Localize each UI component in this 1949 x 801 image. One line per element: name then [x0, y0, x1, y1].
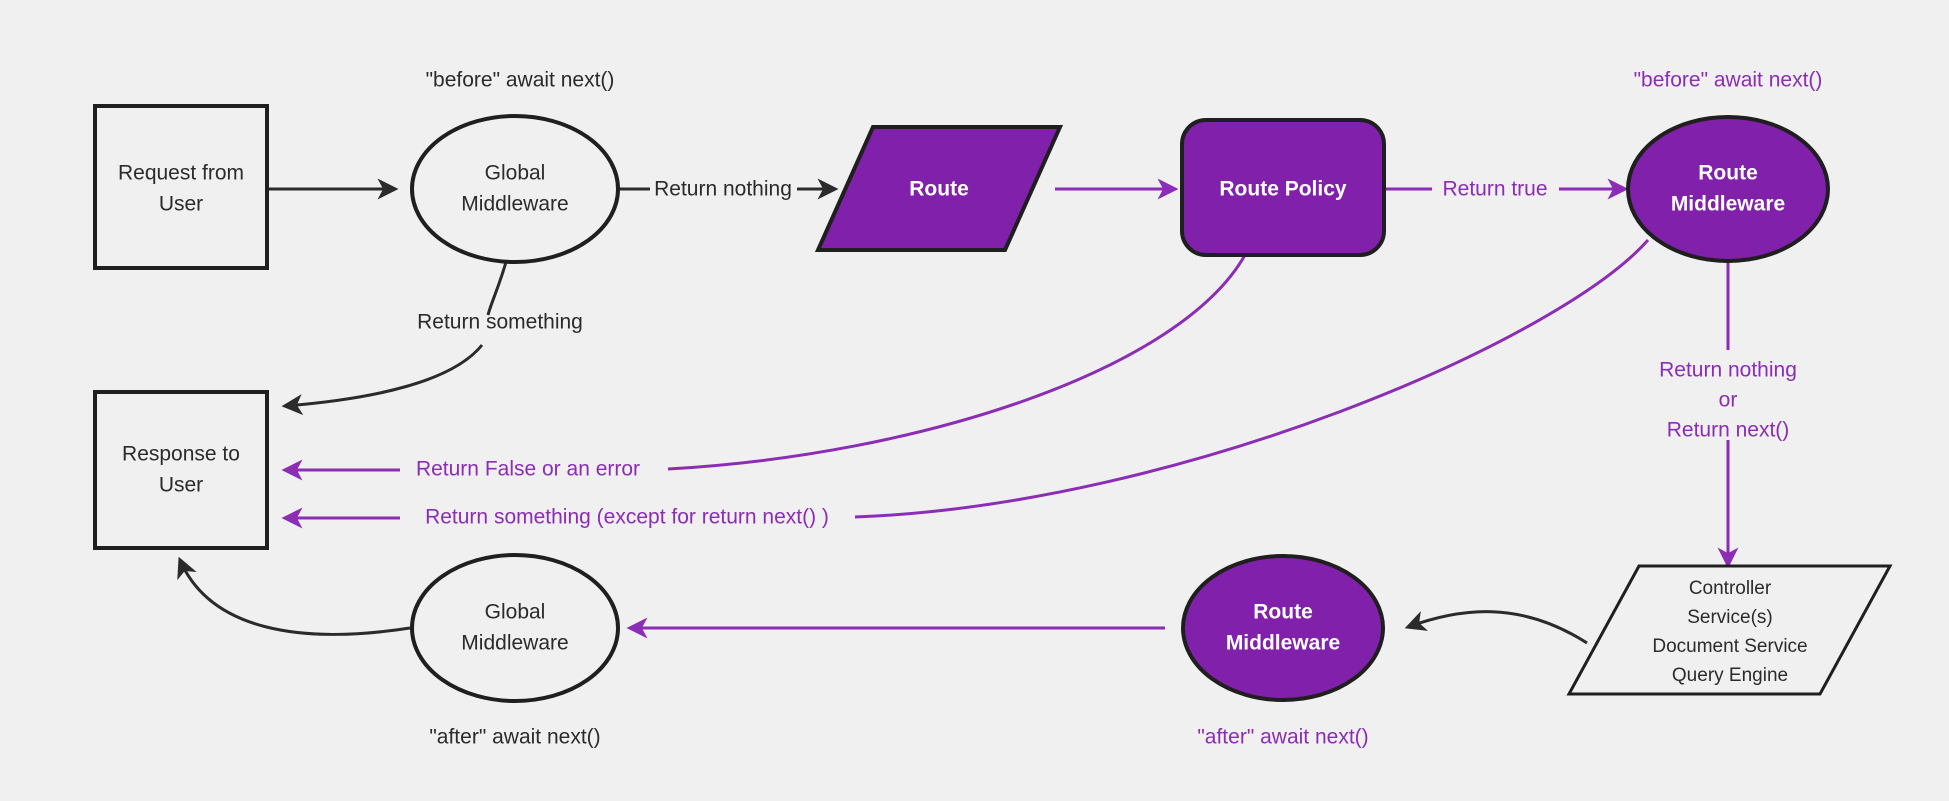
edge-controller-to-route-middleware-bottom	[1404, 610, 1588, 645]
node-route-middleware-top-line1: Route	[1698, 162, 1758, 185]
edge-label-return-something: Return something	[417, 311, 583, 334]
annotation-after-await-next-route-middleware: "after" await next()	[1197, 726, 1368, 749]
edge-route-middleware-to-response	[854, 239, 1650, 519]
node-controller-line2: Service(s)	[1687, 607, 1773, 628]
node-request-from-user[interactable]: Request from User	[93, 104, 269, 270]
edge-label-controller-line2: or	[1719, 389, 1738, 412]
annotation-before-await-next-global: "before" await next()	[426, 69, 615, 92]
node-route-middleware-top-line2: Middleware	[1671, 193, 1785, 216]
node-request-line1: Request from	[118, 162, 244, 185]
node-global-middleware-top-line2: Middleware	[461, 193, 568, 216]
node-controller-services[interactable]: Controller Service(s) Document Service Q…	[1566, 564, 1893, 696]
node-response-to-user[interactable]: Response to User	[93, 390, 269, 550]
node-route-middleware-top[interactable]: Route Middleware	[1626, 115, 1830, 263]
edge-label-return-nothing: Return nothing	[654, 178, 792, 201]
node-route-middleware-bottom[interactable]: Route Middleware	[1181, 554, 1385, 702]
edge-global-middleware-bottom-to-response	[177, 556, 411, 636]
edge-label-controller-line3: Return next()	[1667, 419, 1790, 442]
node-route[interactable]: Route	[814, 125, 1064, 252]
edge-label-controller-line1: Return nothing	[1659, 359, 1797, 382]
node-controller-line1: Controller	[1689, 578, 1772, 599]
node-response-line2: User	[159, 474, 203, 497]
node-route-policy[interactable]: Route Policy	[1180, 118, 1386, 257]
annotation-after-await-next-global: "after" await next()	[429, 726, 600, 749]
node-response-line1: Response to	[122, 443, 240, 466]
node-global-middleware-top-line1: Global	[485, 162, 546, 185]
node-route-policy-label: Route Policy	[1219, 178, 1347, 201]
edge-label-return-false-or-error: Return False or an error	[416, 458, 640, 481]
edge-global-middleware-to-response-tail	[281, 344, 484, 416]
node-global-middleware-top[interactable]: Global Middleware	[410, 114, 620, 264]
node-route-middleware-bottom-line1: Route	[1253, 601, 1313, 624]
edge-global-middleware-to-response	[486, 254, 510, 316]
node-request-line2: User	[159, 193, 203, 216]
node-route-middleware-bottom-line2: Middleware	[1226, 632, 1340, 655]
node-global-middleware-bottom-line1: Global	[485, 601, 546, 624]
node-controller-line3: Document Service	[1652, 636, 1807, 657]
edge-label-return-something-except: Return something (except for return next…	[425, 506, 829, 529]
node-global-middleware-bottom-line2: Middleware	[461, 632, 568, 655]
node-controller-line4: Query Engine	[1672, 665, 1788, 686]
edge-route-policy-to-response	[667, 254, 1247, 471]
node-global-middleware-bottom[interactable]: Global Middleware	[410, 553, 620, 703]
annotation-before-await-next-route-middleware: "before" await next()	[1634, 69, 1823, 92]
node-route-label: Route	[909, 178, 969, 201]
edge-label-return-true: Return true	[1442, 178, 1547, 201]
